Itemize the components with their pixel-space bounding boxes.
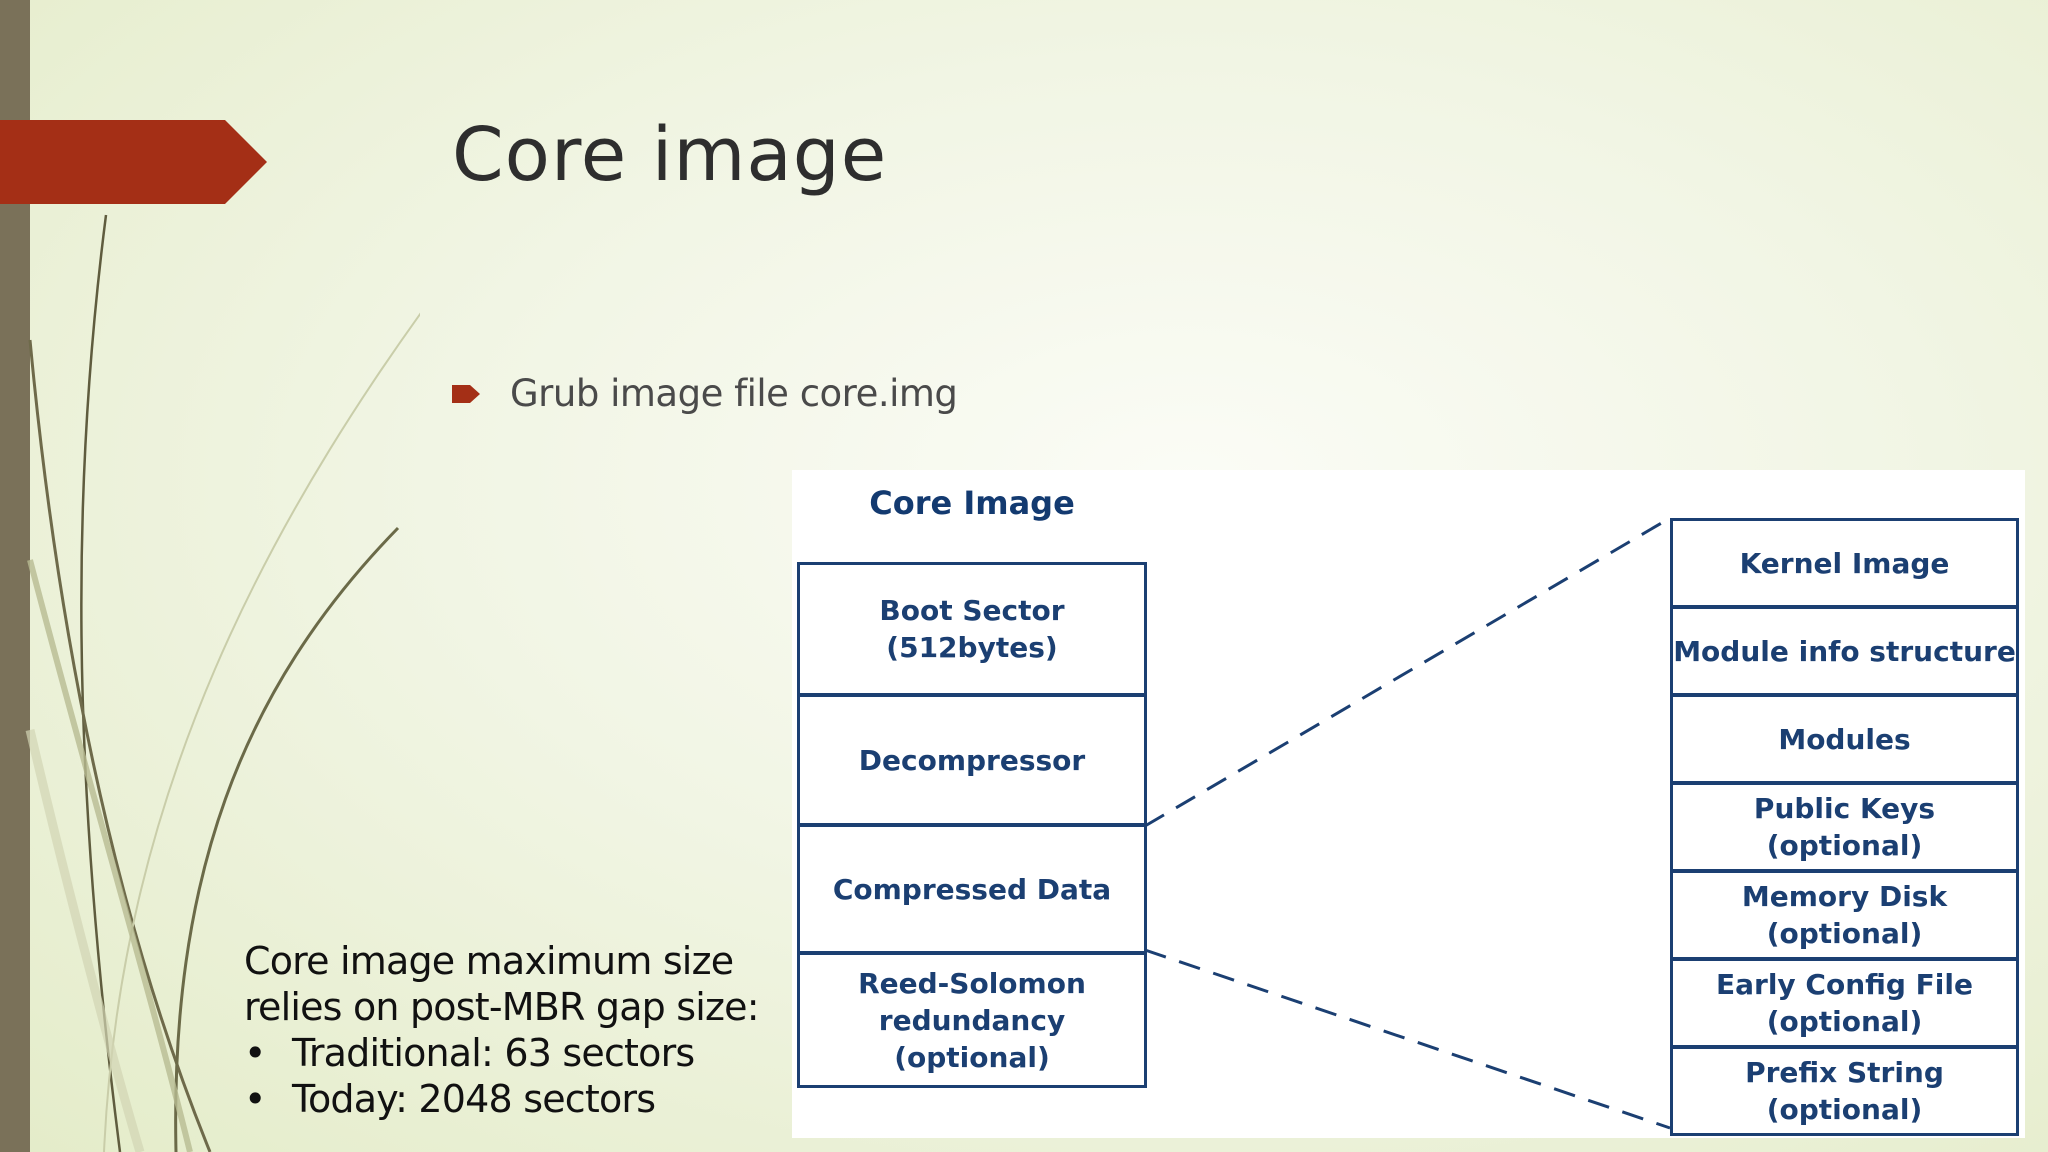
module-info-block: Module info structure xyxy=(1670,606,2019,696)
compressed-data-block: Compressed Data xyxy=(797,824,1147,954)
decorative-curves xyxy=(25,214,420,1152)
notes-item-today: • Today: 2048 sectors xyxy=(244,1076,759,1122)
modules-block: Modules xyxy=(1670,694,2019,784)
boot-sector-block: Boot Sector (512bytes) xyxy=(797,562,1147,696)
notes-item-text: Today: 2048 sectors xyxy=(292,1077,656,1121)
reed-solomon-block: Reed-Solomon redundancy (optional) xyxy=(797,952,1147,1088)
public-keys-block: Public Keys (optional) xyxy=(1670,782,2019,872)
bullet-text: Grub image file core.img xyxy=(510,372,958,415)
notes-bullet: • xyxy=(244,1077,266,1121)
notes-line-1: Core image maximum size xyxy=(244,939,734,983)
slide-title: Core image xyxy=(452,112,888,198)
kernel-image-block: Kernel Image xyxy=(1670,518,2019,608)
prefix-string-block: Prefix String (optional) xyxy=(1670,1046,2019,1136)
core-image-diagram: Core Image Boot Sector (512bytes) Decomp… xyxy=(792,470,2025,1138)
notes-line-2: relies on post-MBR gap size: xyxy=(244,985,760,1029)
notes-item-text: Traditional: 63 sectors xyxy=(292,1031,695,1075)
notes-bullet: • xyxy=(244,1031,266,1075)
title-arrow-shape xyxy=(0,120,267,204)
decompressor-block: Decompressor xyxy=(797,694,1147,826)
right-arrow-bullet-icon xyxy=(452,384,480,403)
notes-item-traditional: • Traditional: 63 sectors xyxy=(244,1030,759,1076)
early-config-block: Early Config File (optional) xyxy=(1670,958,2019,1048)
bullet-item: Grub image file core.img xyxy=(452,372,958,415)
diagram-heading: Core Image xyxy=(869,484,1075,522)
memory-disk-block: Memory Disk (optional) xyxy=(1670,870,2019,960)
connector-lines xyxy=(1144,516,1671,1130)
size-notes: Core image maximum size relies on post-M… xyxy=(244,938,760,1122)
